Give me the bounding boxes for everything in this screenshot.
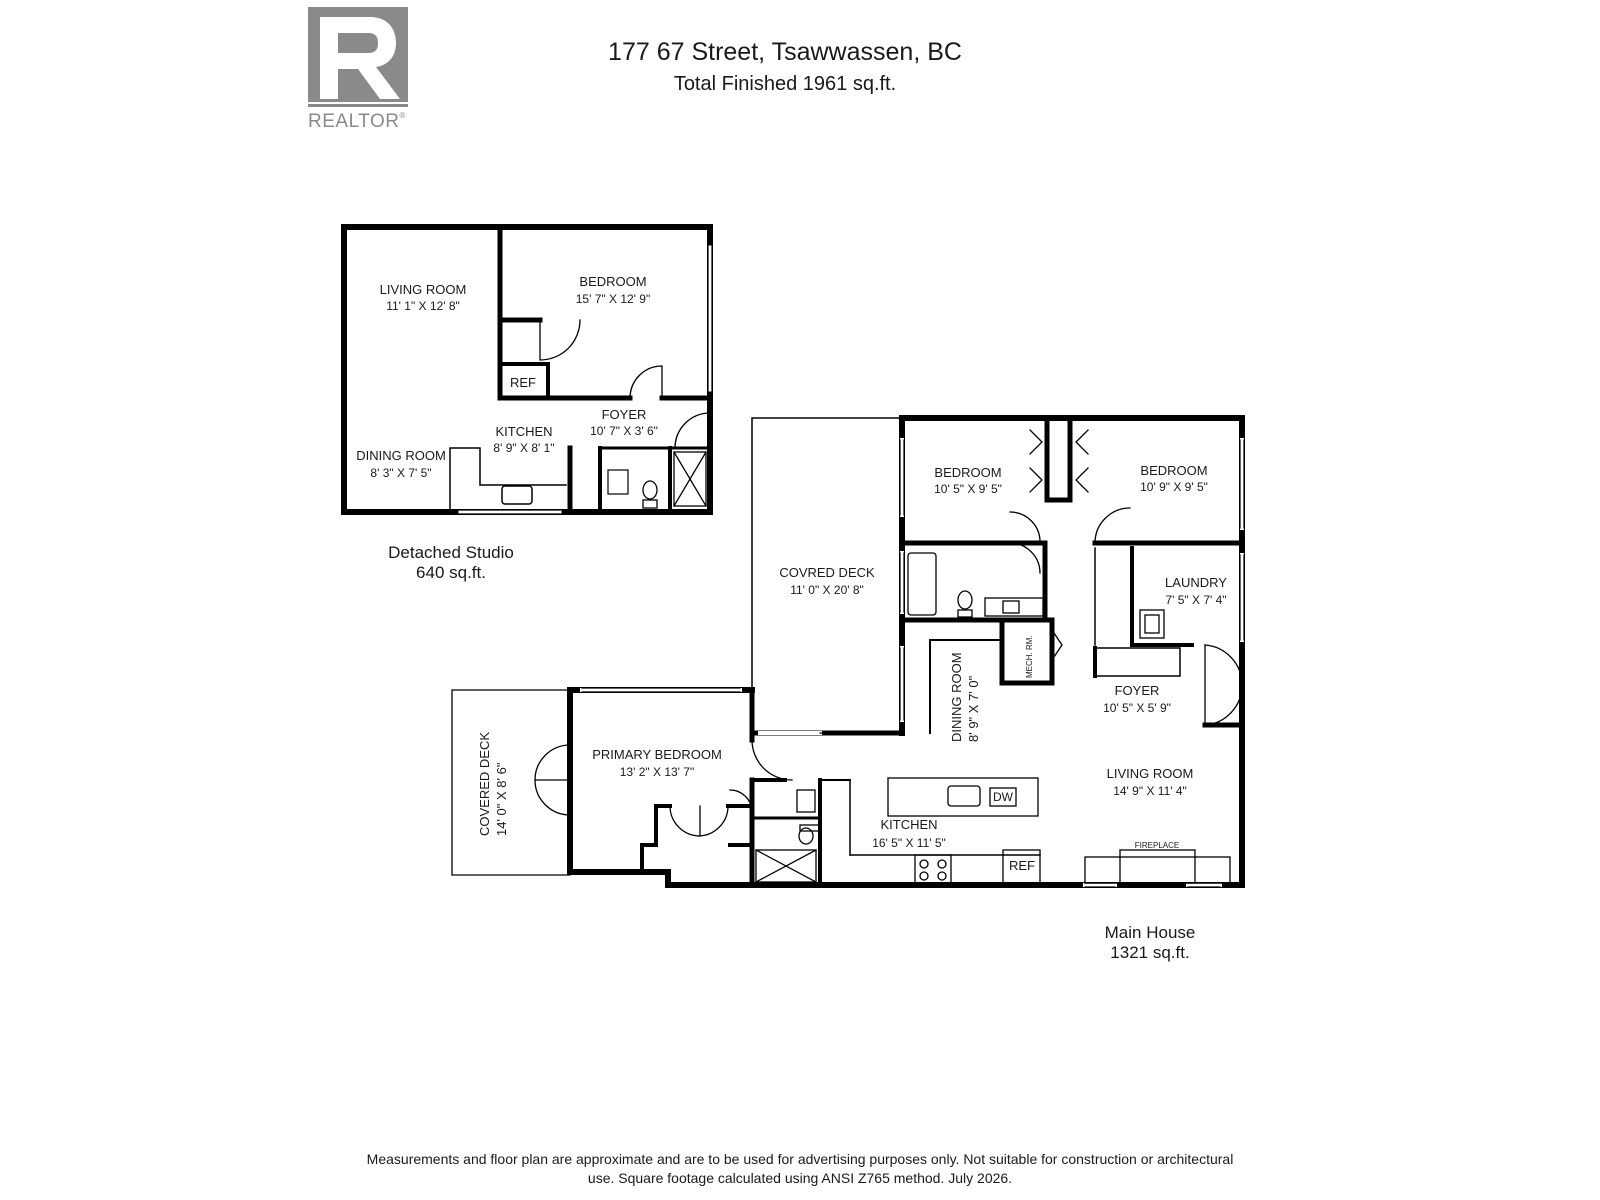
studio-area: 640 sq.ft. [416,563,486,582]
mech-room-label: MECH. RM. [1025,635,1034,678]
disclaimer: Measurements and floor plan are approxim… [0,1150,1600,1188]
living-room-label: LIVING ROOM [1106,766,1194,781]
foyer-label: FOYER [1114,683,1160,698]
studio-dining-room-label: DINING ROOM [356,448,446,463]
realtor-wordmark: REALTOR® [308,111,406,132]
disclaimer-line-2: use. Square footage calculated using ANS… [587,1170,1013,1186]
laundry-dim: 7' 5" X 7' 4" [1165,593,1227,607]
house-name: Main House [1104,923,1196,942]
primary-bedroom-label: PRIMARY BEDROOM [592,747,722,762]
bedroom-1-label: BEDROOM [934,465,1002,480]
dishwasher: DW [993,790,1013,804]
primary-bedroom-dim: 13' 2" X 13' 7" [619,765,695,779]
studio-ref: REF [510,375,536,390]
kitchen-dim: 16' 5" X 11' 5" [872,836,946,850]
house-area: 1321 sq.ft. [1110,943,1190,962]
kitchen-label: KITCHEN [880,817,938,832]
realtor-r-icon [308,17,408,104]
living-room-dim: 14' 9" X 11' 4" [1113,784,1187,798]
bedroom-2-label: BEDROOM [1140,463,1208,478]
bedroom-1-dim: 10' 5" X 9' 5" [934,482,1002,496]
total-finished-area: Total Finished 1961 sq.ft. [673,73,897,95]
house-ref: REF [1009,858,1035,873]
bedroom-2-dim: 10' 9" X 9' 5" [1140,480,1208,494]
studio-living-room-dim: 11' 1" X 12' 8" [386,299,460,313]
studio-bedroom-label: BEDROOM [579,274,647,289]
fireplace-label: FIREPLACE [1134,841,1180,850]
realtor-logo: REALTOR® [308,7,408,137]
studio-foyer-dim: 10' 7" X 3' 6" [590,424,658,438]
studio-name: Detached Studio [388,543,514,562]
studio-living-room-label: LIVING ROOM [379,282,467,297]
studio-bedroom-dim: 15' 7" X 12' 9" [575,292,651,306]
studio-kitchen-label: KITCHEN [495,424,553,439]
property-address: 177 67 Street, Tsawwassen, BC [608,38,962,66]
studio-dining-room-dim: 8' 3" X 7' 5" [370,466,432,480]
laundry-label: LAUNDRY [1165,575,1227,590]
covered-deck-main-label: COVRED DECK [779,565,875,580]
house-walls [567,415,1245,888]
foyer-dim: 10' 5" X 5' 9" [1103,701,1171,715]
studio-foyer-label: FOYER [601,407,647,422]
disclaimer-line-1: Measurements and floor plan are approxim… [366,1151,1234,1167]
covered-deck-main-dim: 11' 0" X 20' 8" [790,583,864,597]
studio-kitchen-dim: 8' 9" X 8' 1" [493,441,555,455]
